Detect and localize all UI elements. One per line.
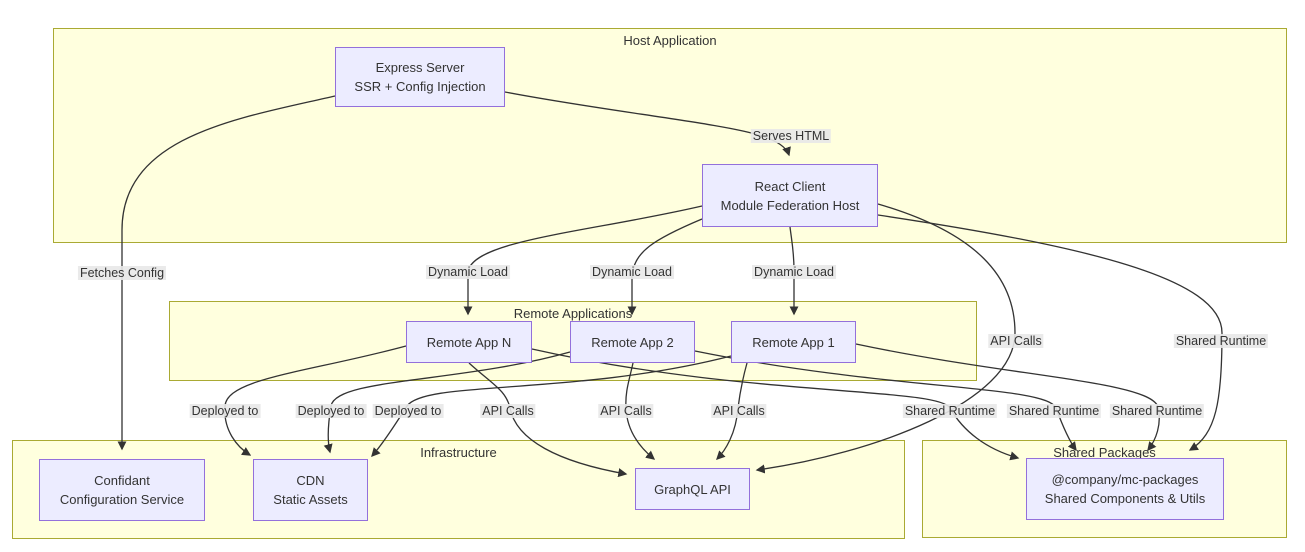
edge-label-deployed-to-3: Deployed to [372,404,444,418]
node-remote-app-2: Remote App 2 [570,321,695,363]
node-cdn: CDN Static Assets [253,459,368,521]
edge-remote-2-packages [694,350,1077,452]
node-label: Configuration Service [59,492,185,507]
edge-label-shared-runtime-react: Shared Runtime [1173,334,1269,348]
edge-react-packages [877,214,1223,451]
edge-express-react [504,91,791,157]
edge-label-api-calls-2: API Calls [598,404,654,418]
node-label: GraphQL API [654,481,731,497]
node-label: Remote App 1 [752,334,835,350]
cluster-host: Host Application [53,28,1287,243]
node-label: React Client [754,178,826,194]
edge-label-dynamic-load-3: Dynamic Load [752,265,836,279]
edge-label-shared-runtime-3: Shared Runtime [1109,404,1205,418]
node-remote-app-1: Remote App 1 [731,321,856,363]
node-label: Confidant [94,473,150,488]
edge-label-api-calls-react: API Calls [988,334,1044,348]
node-label: Static Assets [273,492,348,507]
node-label: Remote App N [426,334,512,350]
node-label: Module Federation Host [720,197,860,213]
edge-label-deployed-to-1: Deployed to [189,404,261,418]
edge-label-serves-html: Serves HTML [750,129,832,143]
cluster-title-host: Host Application [623,33,717,48]
edge-remote-1-packages [855,343,1160,452]
edge-label-shared-runtime-2: Shared Runtime [1006,404,1102,418]
cluster-title-shared: Shared Packages [1053,445,1156,460]
edge-remote-2-cdn [323,351,571,454]
node-label: Express Server [375,60,465,75]
edge-remote-n-cdn [224,345,407,456]
edge-label-api-calls-3: API Calls [711,404,767,418]
edge-label-api-calls-1: API Calls [480,404,536,418]
cluster-title-remote: Remote Applications [513,306,633,321]
node-graphql: GraphQL API [635,468,750,510]
node-label: Shared Components & Utils [1044,491,1206,506]
cluster-title-infrastructure: Infrastructure [420,445,497,460]
edge-label-fetches-config: Fetches Config [77,266,167,280]
node-label: Remote App 2 [591,334,674,350]
node-label: CDN [296,473,325,488]
edge-remote-n-packages [531,348,1020,461]
edge-label-dynamic-load-1: Dynamic Load [426,265,510,279]
edge-express-confidant [117,95,336,451]
node-label: SSR + Config Injection [354,79,486,94]
node-label: @company/mc-packages [1051,472,1199,487]
edge-label-shared-runtime-1: Shared Runtime [902,404,998,418]
edge-remote-n-graphql [468,362,628,478]
edge-label-dynamic-load-2: Dynamic Load [590,265,674,279]
edge-label-deployed-to-2: Deployed to [295,404,367,418]
edge-react-remote-n [463,205,703,316]
node-remote-app-n: Remote App N [406,321,532,363]
